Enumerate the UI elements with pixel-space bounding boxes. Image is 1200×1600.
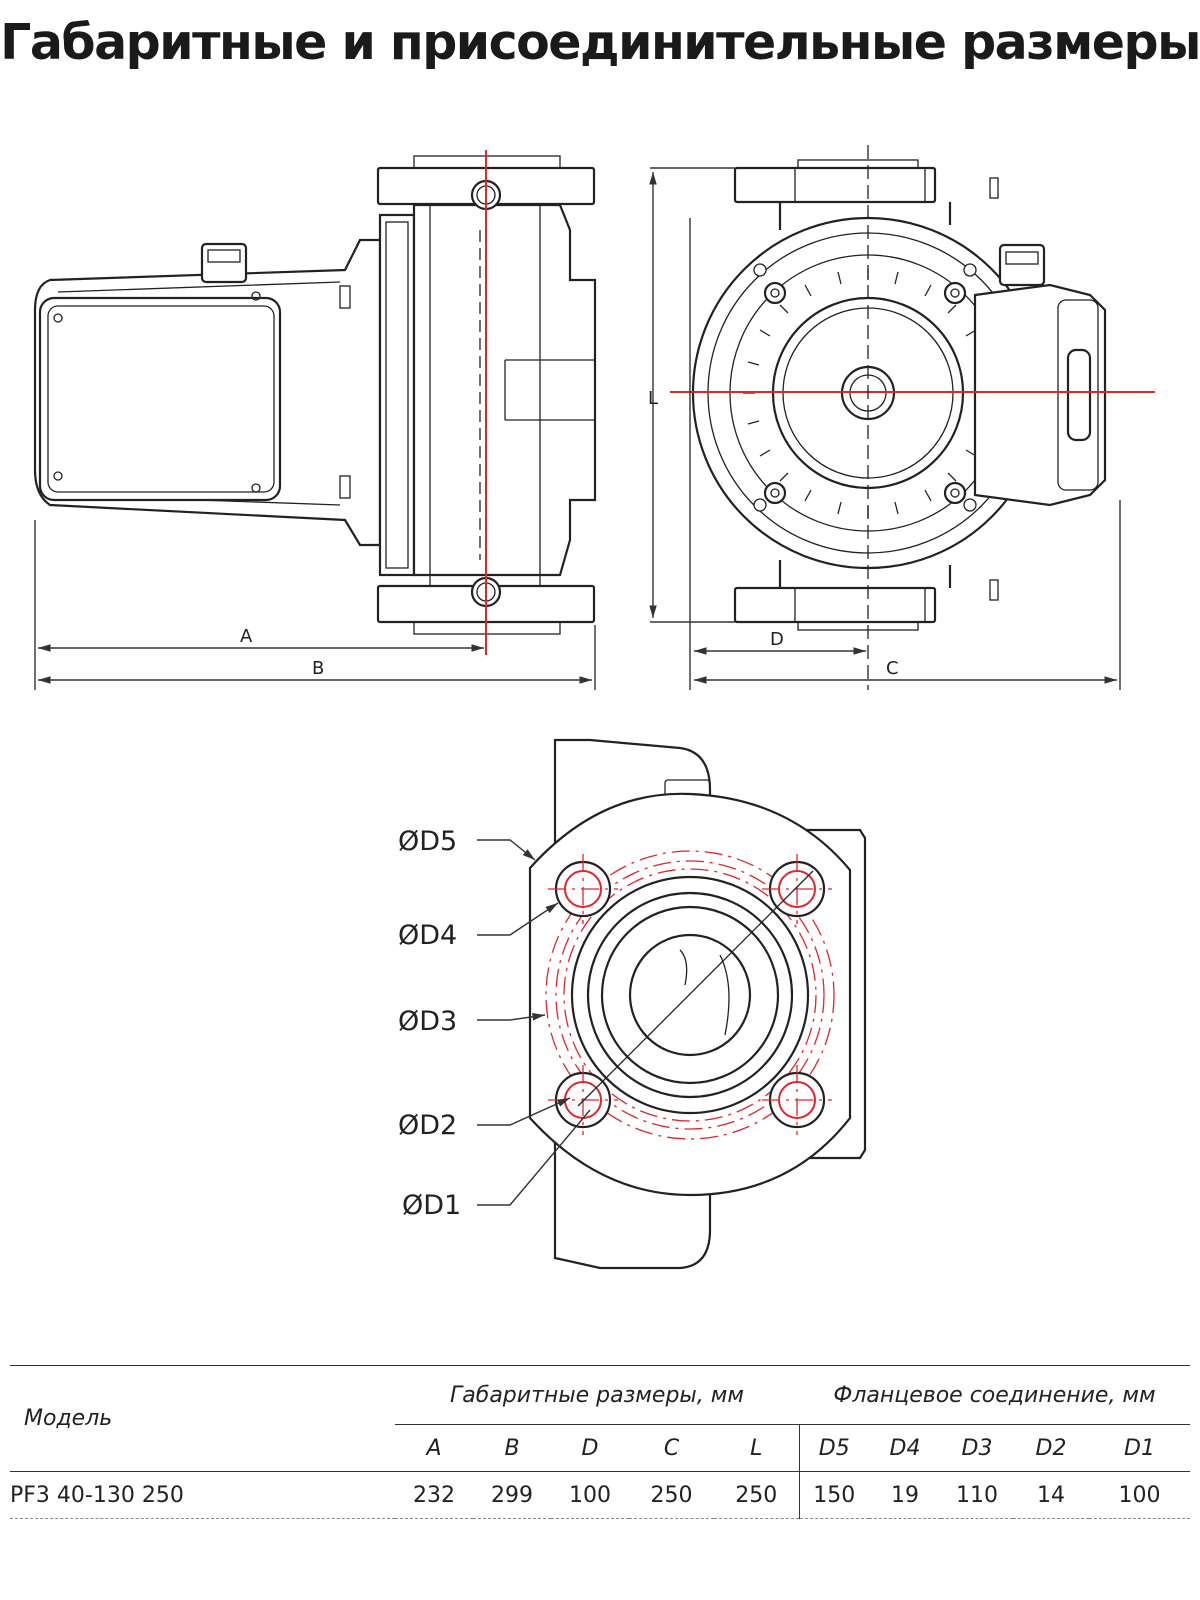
page-title: Габаритные и присоединительные размеры [0,14,1200,71]
dim-label-d: D [770,629,784,650]
cell-d1: 100 [1089,1471,1190,1519]
dim-label-c: C [886,658,899,679]
header-col-d2: D2 [1013,1424,1089,1472]
cell-d2: 14 [1013,1471,1089,1519]
cell-c: 250 [629,1471,714,1519]
flange-label-d4: ØD4 [398,920,457,951]
flange-label-d5: ØD5 [398,826,457,857]
header-col-d: D [551,1424,629,1472]
flange-view: ØD5 ØD4 ØD3 ØD2 ØD1 [398,738,867,1270]
side-view: A B [33,150,597,690]
header-col-a: A [395,1424,473,1472]
flange-label-d3: ØD3 [398,1006,457,1037]
header-col-l: L [714,1424,799,1472]
header-col-d4: D4 [869,1424,941,1472]
dim-label-l: L [648,388,658,409]
header-col-d3: D3 [941,1424,1013,1472]
cell-a: 232 [395,1471,473,1519]
cell-l: 250 [714,1471,799,1519]
header-col-c: C [629,1424,714,1472]
header-col-d1: D1 [1089,1424,1190,1472]
table-row: PF3 40-130 250 232 299 100 250 250 150 1… [10,1471,1190,1519]
flange-label-d1: ØD1 [402,1190,461,1221]
cell-b: 299 [473,1471,551,1519]
header-col-d5: D5 [798,1424,869,1472]
header-group-overall: Габаритные размеры, мм [395,1365,799,1425]
cell-d3: 110 [941,1471,1013,1519]
cell-d4: 19 [869,1471,941,1519]
header-model: Модель [10,1365,395,1472]
header-group-flange: Фланцевое соединение, мм [799,1365,1190,1425]
cell-d: 100 [551,1471,629,1519]
header-col-b: B [473,1424,551,1472]
dim-label-a: A [240,626,253,647]
dimensions-table: Модель Габаритные размеры, мм Фланцевое … [10,1365,1190,1519]
dim-label-b: B [312,658,324,679]
flange-label-d2: ØD2 [398,1110,457,1141]
front-view: L D C [648,145,1155,690]
cell-d5: 150 [798,1471,869,1519]
cell-model: PF3 40-130 250 [10,1471,395,1519]
technical-drawing: A B [33,145,1155,1270]
